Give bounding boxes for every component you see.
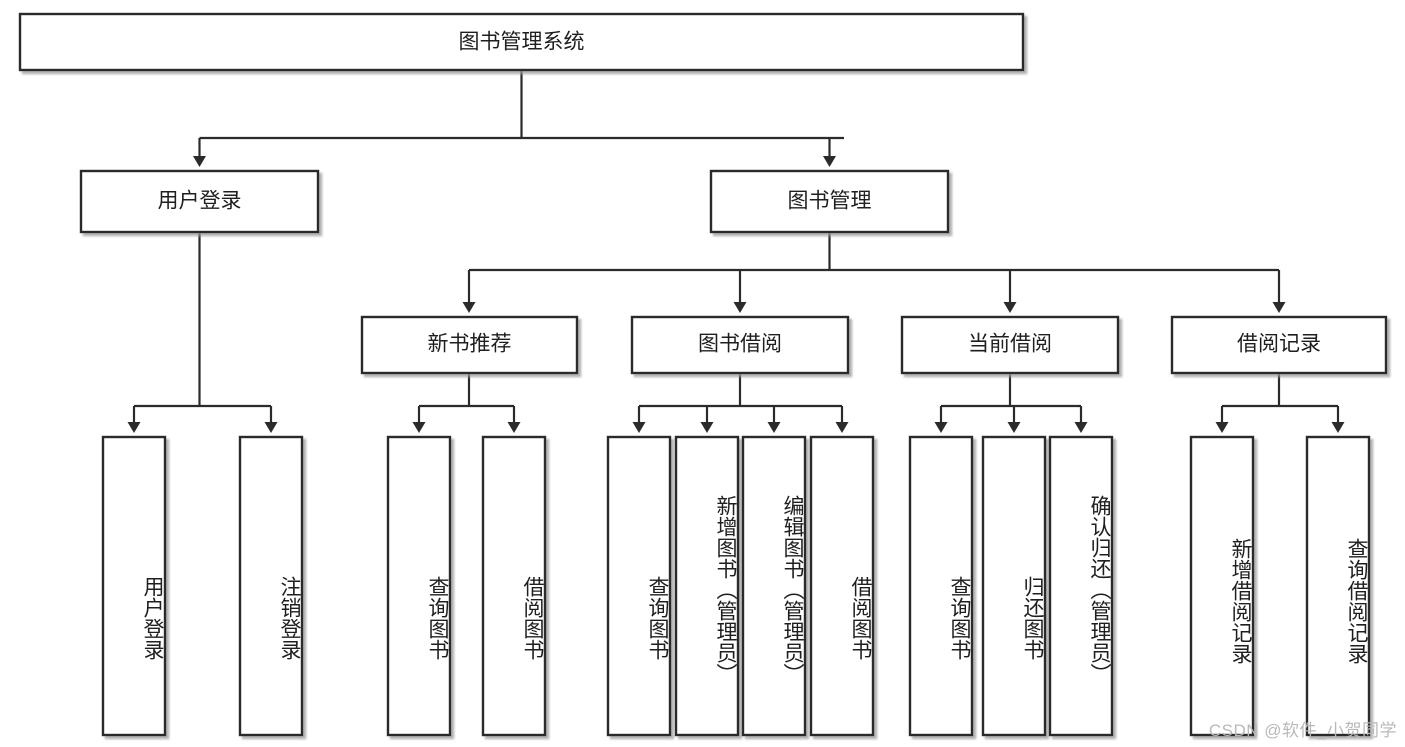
node-borrow-records-box[interactable] — [1170, 315, 1388, 375]
node-borrow-records[interactable]: 借阅记录 — [1170, 315, 1388, 375]
node-user-login-label: 用户登录 — [158, 190, 242, 213]
connector-book-management-bus — [469, 232, 1279, 272]
node-leaf-confirm-return-admin-box[interactable] — [1048, 435, 1114, 737]
node-leaf-edit-book-admin-box[interactable] — [741, 435, 807, 737]
node-book-management-label: 图书管理 — [788, 190, 872, 213]
leaf-boxes-layer — [101, 435, 1371, 737]
node-borrow-records-label: 借阅记录 — [1237, 333, 1321, 356]
node-leaf-add-borrow-record-box[interactable] — [1189, 435, 1255, 737]
node-leaf-return-book-box[interactable] — [981, 435, 1047, 737]
node-root-label: 图书管理系统 — [459, 31, 585, 54]
node-leaf-borrow-book-box[interactable] — [809, 435, 875, 737]
node-current-borrow[interactable]: 当前借阅 — [900, 315, 1120, 375]
node-leaf-query-book-recommend-box[interactable] — [386, 435, 452, 737]
node-current-borrow-box[interactable] — [900, 315, 1120, 375]
connector-root-bus — [199, 70, 844, 140]
node-book-borrow-label: 图书借阅 — [698, 333, 782, 356]
node-user-login[interactable]: 用户登录 — [79, 169, 320, 234]
connector-new-book-recommend-bus — [419, 373, 514, 408]
connector-book-borrow-bus — [639, 373, 842, 408]
node-new-book-recommend-label: 新书推荐 — [428, 333, 512, 356]
node-root[interactable]: 图书管理系统 — [18, 12, 1025, 72]
node-user-login-box[interactable] — [79, 169, 320, 234]
node-root-box[interactable] — [18, 12, 1025, 72]
node-leaf-user-login-box[interactable] — [101, 435, 167, 737]
node-book-borrow-box[interactable] — [630, 315, 850, 375]
node-leaf-borrow-book-recommend-box[interactable] — [481, 435, 547, 737]
connector-borrow-records-bus — [1222, 373, 1338, 408]
node-leaf-logout-login-box[interactable] — [238, 435, 304, 737]
connector-layer — [127, 70, 1345, 433]
node-leaf-add-book-admin-box[interactable] — [674, 435, 740, 737]
node-leaf-query-book-current-box[interactable] — [908, 435, 974, 737]
node-new-book-recommend-box[interactable] — [360, 315, 579, 375]
node-leaf-query-borrow-record-box[interactable] — [1305, 435, 1371, 737]
node-leaf-query-book-borrow-box[interactable] — [606, 435, 672, 737]
connector-user-login-bus — [134, 232, 271, 408]
connector-current-borrow-bus — [941, 373, 1081, 408]
node-book-management-box[interactable] — [709, 169, 950, 234]
node-new-book-recommend[interactable]: 新书推荐 — [360, 315, 579, 375]
csdn-watermark: CSDN @软件_小贺同学 — [1208, 721, 1397, 740]
node-book-borrow[interactable]: 图书借阅 — [630, 315, 850, 375]
node-book-management[interactable]: 图书管理 — [709, 169, 950, 234]
node-current-borrow-label: 当前借阅 — [968, 333, 1052, 356]
